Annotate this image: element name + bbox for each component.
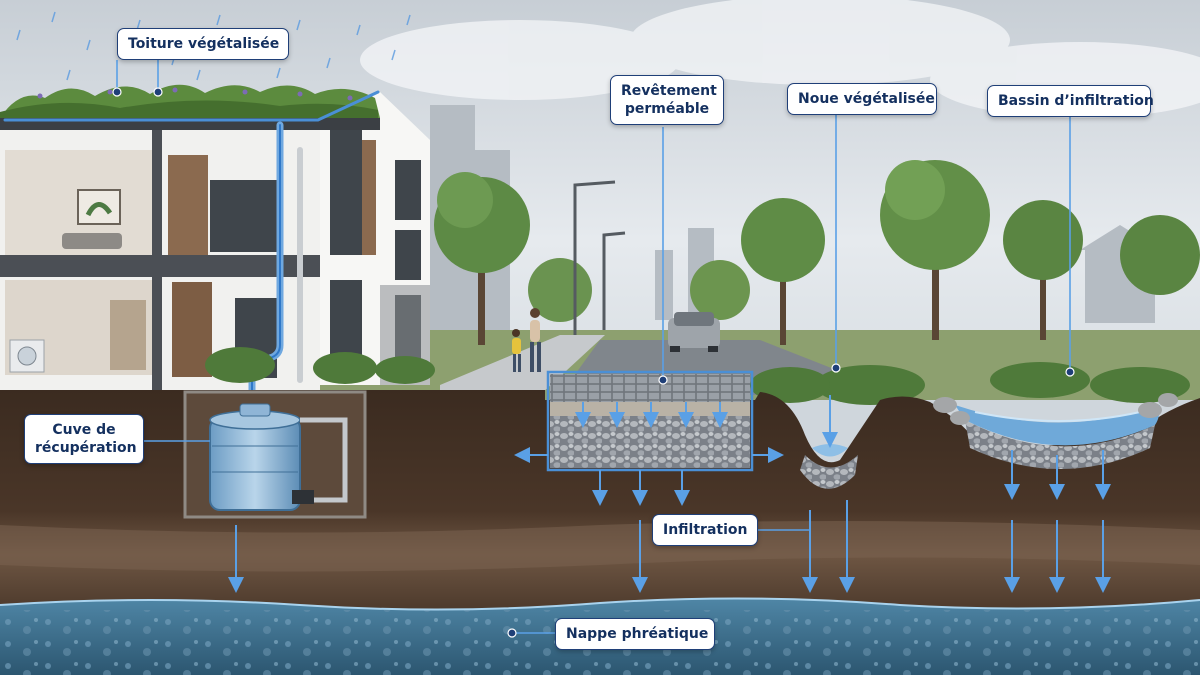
infiltration-arrows bbox=[228, 395, 1111, 593]
clouds bbox=[360, 0, 1200, 118]
groundwater-surface bbox=[0, 597, 1200, 611]
green-roof-vegetation bbox=[0, 84, 380, 118]
car bbox=[668, 312, 720, 352]
label-green-roof-text: Toiture végétalisée bbox=[128, 36, 280, 52]
label-infiltration-basin: Bassin d’infiltration bbox=[987, 85, 1154, 117]
label-permeable-paving-line2: perméable bbox=[624, 101, 710, 117]
label-infiltration: Infiltration bbox=[652, 514, 758, 546]
permeable-paving bbox=[546, 370, 754, 472]
label-swale: Noue végétalisée bbox=[787, 83, 937, 115]
label-green-roof: Toiture végétalisée bbox=[117, 28, 289, 60]
house bbox=[0, 92, 430, 390]
label-tank-line1: Cuve de bbox=[52, 422, 116, 438]
label-tank: Cuve de récupération bbox=[24, 414, 144, 464]
label-permeable-paving-line1: Revêtement bbox=[621, 83, 717, 99]
label-infiltration-basin-text: Bassin d’infiltration bbox=[998, 93, 1154, 109]
swale-water bbox=[812, 444, 848, 457]
leader-lines bbox=[116, 60, 1071, 634]
label-tank-line2: récupération bbox=[35, 440, 137, 456]
streetlights bbox=[573, 180, 626, 335]
label-permeable-paving: Revêtement perméable bbox=[610, 75, 724, 125]
label-groundwater: Nappe phréatique bbox=[555, 618, 715, 650]
swale-gravel bbox=[800, 455, 858, 489]
pedestrians bbox=[512, 308, 541, 372]
trees bbox=[434, 160, 1200, 345]
soil-band bbox=[0, 521, 1200, 572]
label-groundwater-text: Nappe phréatique bbox=[566, 626, 709, 642]
leader-dots bbox=[112, 87, 1075, 638]
tank-pit bbox=[183, 390, 367, 519]
label-infiltration-text: Infiltration bbox=[663, 522, 748, 538]
sidewalk bbox=[440, 335, 605, 395]
label-swale-text: Noue végétalisée bbox=[798, 91, 935, 107]
